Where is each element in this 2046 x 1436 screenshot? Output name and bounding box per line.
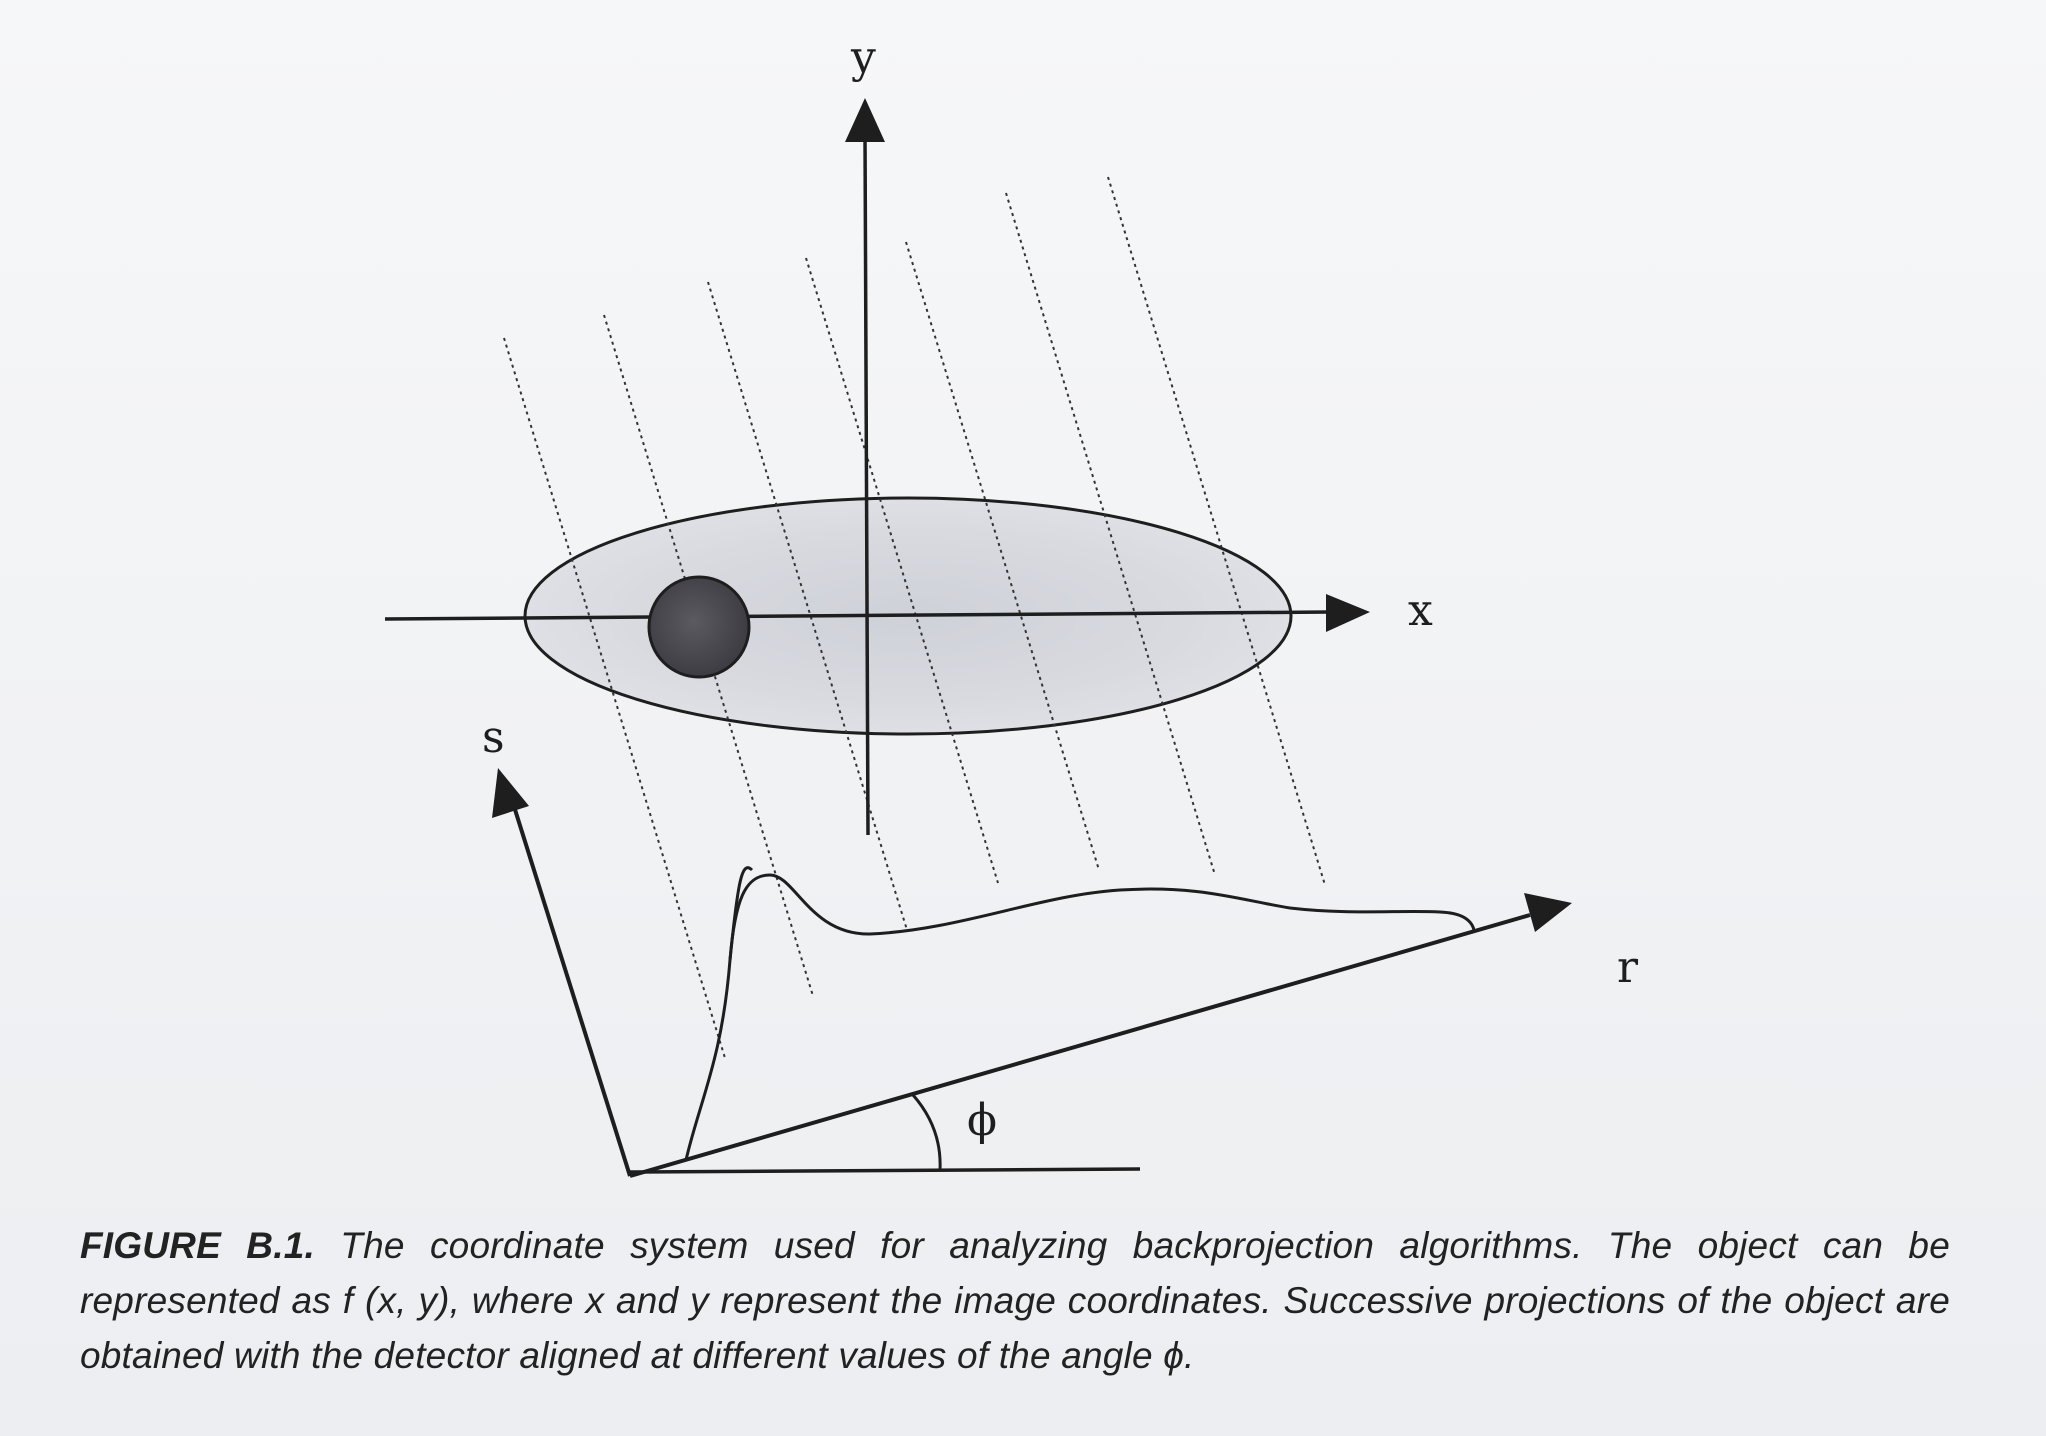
x-axis-line [384,610,1331,621]
figure-caption: FIGURE B.1. The coordinate system used f… [80,1218,1950,1383]
horizontal-reference-line [629,1167,1141,1174]
x-axis-label: x [1408,585,1433,636]
angle-label: ϕ [967,1095,997,1146]
coordinate-diagram: y x s r ϕ [384,32,1639,1178]
r-axis-label: r [1617,942,1639,993]
r-axis-line [629,913,1531,1178]
projection-ray [1107,176,1326,886]
angle-arc [911,1094,942,1171]
s-axis-label: s [482,712,505,763]
projection-profile [684,866,754,1161]
projection-profile-top [728,873,1476,961]
s-axis-line [510,799,632,1177]
caption-label: FIGURE B.1. [80,1225,315,1266]
dense-disk [647,575,751,679]
y-axis-label: y [850,32,876,83]
y-axis-arrowhead [845,98,885,142]
x-axis-arrowhead [1326,594,1370,632]
projection-ray [707,281,908,931]
r-axis-arrowhead [1524,893,1572,932]
y-axis-line [863,134,870,836]
caption-text: The coordinate system used for analyzing… [80,1225,1950,1376]
projection-ray [905,241,1100,871]
projection-rays [503,176,1326,1059]
s-axis-arrowhead [492,768,529,818]
